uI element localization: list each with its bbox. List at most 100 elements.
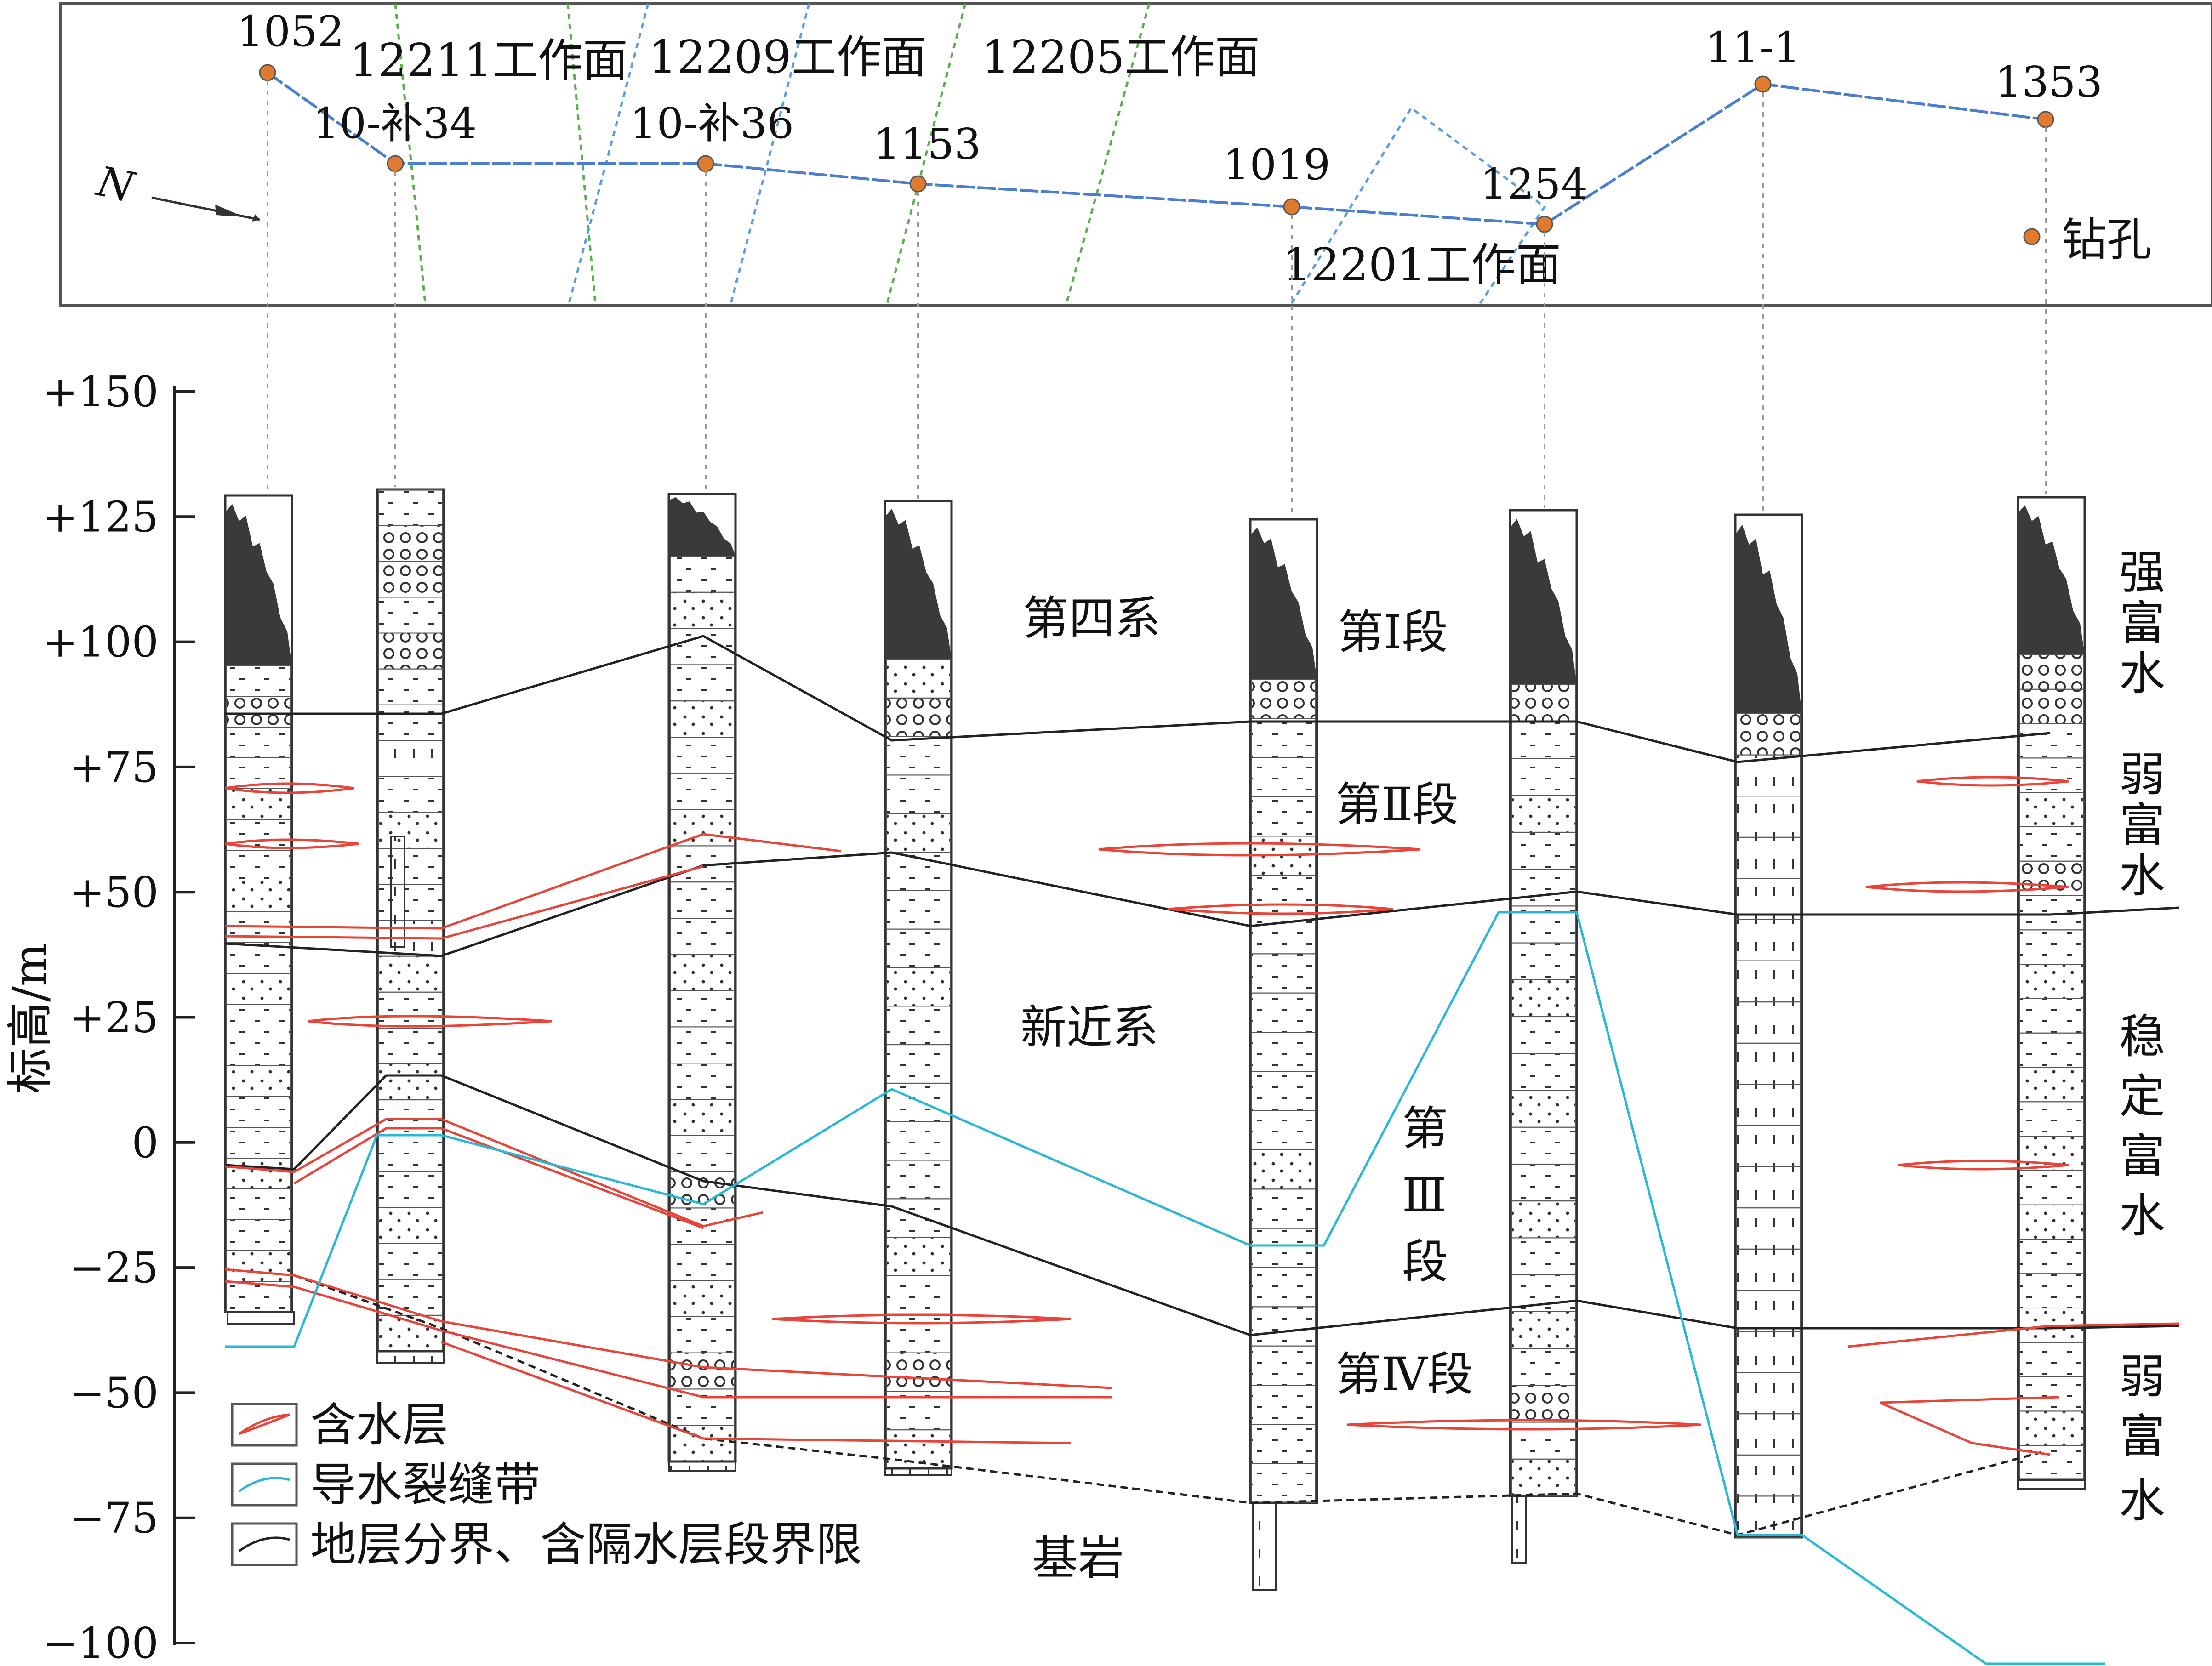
label-face-12205: 12205工作面	[981, 31, 1260, 84]
borehole-extension	[2017, 1479, 2086, 1490]
borehole-legend-label: 钻孔	[2062, 214, 2152, 266]
stratum-layer	[670, 556, 735, 593]
stratum-layer	[378, 561, 443, 598]
borehole-columns	[224, 488, 2086, 1591]
stratum-layer	[378, 489, 443, 526]
label-stable-4: 水	[2119, 1189, 2165, 1243]
stratum-layer	[670, 1171, 735, 1209]
stratum-layer	[226, 1004, 291, 1035]
stratum-layer	[1251, 1071, 1316, 1111]
projection-lines	[267, 80, 2047, 515]
stratum-layer	[378, 1027, 443, 1064]
stratum-layer	[1511, 1016, 1576, 1054]
y-tick-label: 0	[131, 1118, 159, 1167]
stratum-layer	[226, 881, 291, 912]
stratum-layer	[226, 665, 291, 697]
stratum-layer	[886, 1313, 951, 1353]
stratum-layer	[1511, 1385, 1576, 1423]
stratum-layer	[1511, 795, 1576, 833]
stratum-layer	[1511, 1458, 1576, 1496]
stratum-layer	[226, 973, 291, 1005]
stratum-layer	[378, 1135, 443, 1172]
stratum-layer	[2019, 998, 2084, 1034]
label-face-12209: 12209工作面	[648, 31, 927, 84]
borehole-column	[376, 488, 445, 1353]
borehole-extension	[390, 836, 405, 948]
stratum-layer	[1251, 1228, 1316, 1268]
stratum-layer	[2019, 792, 2084, 827]
stratum-layer	[1511, 1237, 1576, 1275]
stratum-layer	[886, 774, 951, 814]
stratum-layer	[2019, 1032, 2084, 1068]
borehole-column	[2017, 496, 2086, 1481]
stratum-layer	[886, 697, 951, 737]
label-seg3-a: 第	[1402, 1102, 1448, 1155]
y-tick-label: +150	[42, 367, 159, 416]
borehole-column	[667, 493, 737, 1463]
stratum-layer	[1511, 758, 1576, 796]
stratum-layer	[670, 1063, 735, 1100]
stratum-layer	[378, 1207, 443, 1244]
stratum-layer	[1736, 1372, 1801, 1415]
label-neogene: 新近系	[1020, 1001, 1158, 1054]
stratum-layer	[226, 1219, 291, 1251]
stratum-layer	[886, 1160, 951, 1200]
y-ticks: +150+125+100+75+50+250−25−50−75−100	[42, 367, 195, 1666]
stratum-layer	[1251, 992, 1316, 1033]
y-tick-label: +25	[69, 993, 159, 1042]
stratum-layer	[886, 1198, 951, 1238]
borehole-dots	[259, 64, 2054, 245]
aquifer-lens	[1098, 842, 1421, 857]
borehole-column	[1509, 509, 1578, 1497]
stratum-layer	[378, 991, 443, 1029]
stratum-layer	[886, 928, 951, 968]
stratum-layer	[886, 967, 951, 1007]
stratum-layer	[1736, 919, 1801, 961]
label-bh-11-1: 11-1	[1705, 23, 1801, 72]
stratum-layer	[2019, 1410, 2084, 1446]
y-axis-title: 标高/m	[3, 943, 57, 1094]
stratum-layer	[886, 813, 951, 853]
aquifer-line	[225, 1268, 1113, 1389]
legend: 含水层 导水裂缝带 地层分界、含隔水层段界限	[231, 1398, 862, 1571]
aquifer-lenses	[225, 776, 2179, 1456]
stratum-layer	[670, 1316, 735, 1353]
borehole-extension	[884, 1467, 952, 1476]
aquifer-lens	[1866, 881, 2069, 893]
stratum-layer	[886, 659, 951, 699]
stratum-layer	[670, 1352, 735, 1390]
legend-boundary-label: 地层分界、含隔水层段界限	[310, 1518, 862, 1571]
borehole-extension	[1511, 1495, 1527, 1564]
y-tick-label: −50	[69, 1368, 159, 1417]
stratum-layer	[886, 1044, 951, 1084]
aquifer-line	[1847, 1322, 2179, 1348]
label-weak-upper-2: 富	[2119, 798, 2165, 852]
stratum-layer	[226, 696, 291, 728]
aquifer-lens	[1167, 903, 1393, 915]
legend-fracture-zone-label: 导水裂缝带	[310, 1458, 540, 1512]
stratum-layer	[670, 990, 735, 1028]
section-labels: 第四系 新近系 基岩 第Ⅰ段 第Ⅱ段 第 Ⅲ 段 第Ⅳ段	[1020, 591, 1473, 1585]
stratum-layer	[378, 597, 443, 634]
stratum-layer	[378, 776, 443, 813]
stratum-layer	[2019, 1204, 2084, 1240]
stratum-layer	[1736, 1413, 1801, 1456]
label-bh-1353: 1353	[1995, 57, 2103, 107]
stratum-layer	[378, 955, 443, 993]
topsoil-fill	[1735, 524, 1802, 714]
borehole-column	[224, 494, 293, 1313]
label-quaternary: 第四系	[1023, 591, 1161, 645]
boundary-quaternary-base	[225, 635, 2051, 763]
stratum-layer	[378, 1063, 443, 1101]
stratum-layer	[1736, 1125, 1801, 1167]
stratum-layer	[670, 1026, 735, 1064]
borehole-column	[1734, 513, 1803, 1539]
stratum-layer	[2019, 1170, 2084, 1205]
stratum-layer	[378, 1099, 443, 1137]
stratum-layer	[670, 1280, 735, 1317]
stratum-layer	[1251, 1110, 1316, 1151]
stratum-layer	[2019, 723, 2084, 759]
label-seg3-b: Ⅲ	[1402, 1168, 1446, 1222]
y-tick-label: +125	[42, 492, 159, 541]
